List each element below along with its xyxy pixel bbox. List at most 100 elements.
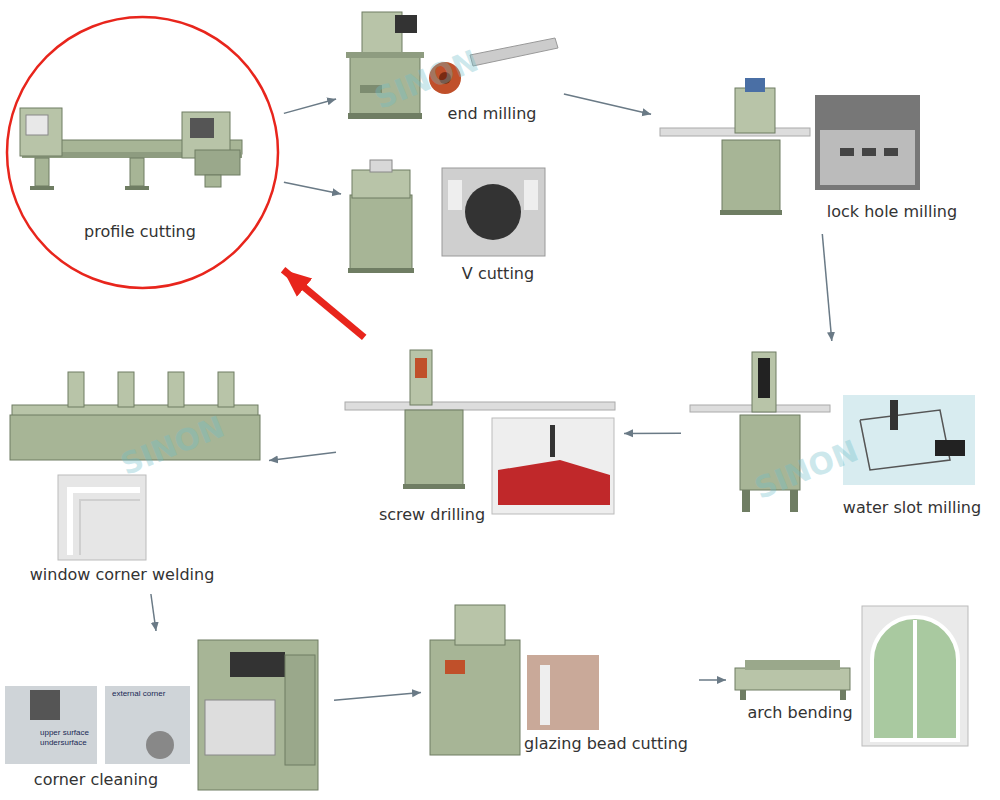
lock-hole-milling-machine-part [735,88,775,133]
lock-hole-milling-machine-part [722,140,780,212]
v-cutting-machine-part [442,168,545,256]
flow-arrow [151,594,156,631]
screw-drilling-machine-part [405,410,463,485]
arch-bending-machine-part [745,660,840,670]
lock-hole-milling-machine-part [745,78,765,92]
step-label: window corner welding [30,565,215,585]
four-head-welding-machine-part [218,372,234,407]
glazing-bead-saw-part [527,655,599,730]
water-slot-milling-machine-part [742,490,750,512]
screw-drilling-machine-part [498,460,610,505]
process-step: lock hole milling [655,75,975,230]
screw-drilling-machine-part [410,350,432,405]
water-slot-milling-machine-part [935,440,965,456]
double-head-saw-part [35,158,49,186]
return-arrow [283,270,364,338]
v-cutting-machine-part [352,170,410,198]
lock-hole-milling-machine-part [862,148,876,156]
corner-cleaning-machine-part [105,686,190,764]
arch-bending-machine-part [862,606,968,746]
glazing-bead-saw-part [455,605,505,645]
step-label: arch bending [747,703,852,723]
end-milling-machine-part [346,52,424,58]
process-step: arch bending [730,600,975,760]
flow-arrow [699,679,726,681]
double-head-saw-part [190,118,214,138]
photo-annotation: undersurface [40,738,87,747]
arch-bending-machine-part [840,690,846,700]
v-cutting-machine-part [524,180,538,210]
v-cutting-machine-part [350,195,412,270]
process-step: water slot milling [685,345,995,520]
screw-drilling-machine-part [403,484,465,489]
flow-arrow [284,99,336,113]
double-head-saw-part [130,158,144,186]
water-slot-milling-machine-part [758,358,770,398]
arch-bending-machine-part [735,668,850,690]
screw-drilling-machine-part [492,418,614,514]
flow-arrow [269,452,336,460]
arch-bending-machine-part [872,617,958,740]
four-head-welding-machine [10,372,260,560]
v-cutting-machine-part [465,184,521,240]
four-head-welding-machine-part [68,372,84,407]
double-head-saw-part [195,150,240,175]
corner-cleaning-machine-part [30,690,60,720]
lock-hole-milling-machine-part [720,210,782,215]
lock-hole-milling-machine [660,78,920,215]
glazing-bead-saw-part [430,640,520,755]
four-head-welding-machine-part [118,372,134,407]
v-cutting-machine-part [370,160,392,172]
screw-drilling-machine [345,350,615,514]
highlight-ellipse-outline [7,17,278,288]
screw-drilling-machine-part [415,358,427,378]
glazing-bead-saw [430,605,599,755]
flow-arrow [334,692,421,700]
corner-cleaning-machine [5,640,318,790]
photo-annotation: external corner [112,689,165,698]
v-cutting-machine-part [348,268,414,273]
corner-cleaning-machine-part [146,731,174,759]
arch-bending-machine-part [913,620,917,740]
step-label: profile cutting [84,222,196,242]
step-label: water slot milling [843,498,981,518]
highlighted-step: profile cutting [5,15,280,290]
water-slot-milling-machine [690,352,975,512]
lock-hole-milling-machine-part [840,148,854,156]
four-head-welding-machine-part [168,372,184,407]
flow-arrow [284,182,341,194]
v-cutting-machine [348,160,545,273]
step-label: lock hole milling [827,202,957,222]
double-head-saw-part [125,186,149,190]
end-milling-machine [346,12,558,119]
v-cutting-machine-part [448,180,462,210]
corner-cleaning-machine-part [205,700,275,755]
lock-hole-milling-machine-part [820,130,915,185]
screw-drilling-machine-part [345,402,615,410]
photo-annotation: upper surface [40,728,89,737]
double-head-saw-part [26,115,48,135]
flow-arrow [822,234,832,341]
arch-bending-machine-part [740,690,746,700]
corner-cleaning-machine-part [285,655,315,765]
step-label: glazing bead cutting [524,734,688,754]
step-label: corner cleaning [34,770,158,790]
lock-hole-milling-machine-part [815,95,920,190]
arch-bending-machine [735,606,968,746]
process-step: glazing bead cutting [425,600,695,760]
four-head-welding-machine-part [58,475,146,560]
water-slot-milling-machine-part [843,395,975,485]
step-label: end milling [448,104,537,124]
double-head-saw-part [205,175,221,187]
step-label: screw drilling [379,505,485,525]
lock-hole-milling-machine-part [884,148,898,156]
water-slot-milling-machine-part [890,400,898,430]
process-step: V cutting [345,150,560,285]
screw-drilling-machine-part [550,425,555,457]
double-head-saw [20,108,242,190]
process-step: screw drilling [340,340,620,528]
process-step: corner cleaning [5,635,330,795]
corner-cleaning-machine-part [5,686,97,764]
double-head-saw-part [30,186,54,190]
